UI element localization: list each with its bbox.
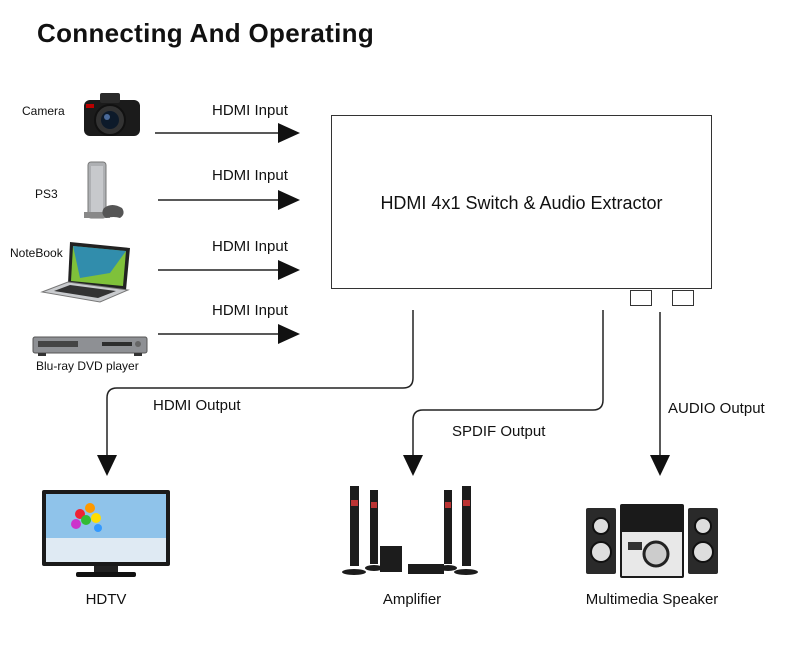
laptop-icon <box>40 242 130 303</box>
page-title: Connecting And Operating <box>37 18 374 48</box>
output-device-label-hdtv: HDTV <box>85 591 127 608</box>
switch-box <box>331 115 712 289</box>
input-arrow-ps3 <box>158 190 300 210</box>
input-arrow-notebook <box>158 260 300 280</box>
output-path-spdif <box>403 310 604 476</box>
output-device-label-amplifier: Amplifier <box>382 591 442 608</box>
camera-icon <box>84 93 140 136</box>
edge-label-audio-output: AUDIO Output <box>668 400 765 417</box>
port-spdif <box>630 290 652 306</box>
home-theater-icon <box>342 486 478 575</box>
input-device-label-notebook: NoteBook <box>10 246 63 260</box>
edge-label-spdif-output: SPDIF Output <box>452 423 546 440</box>
speaker-system-icon <box>586 504 718 578</box>
edge-label-hdmi-output: HDMI Output <box>153 397 241 414</box>
dvd-player-icon <box>32 336 148 356</box>
edge-label-input-1: HDMI Input <box>212 102 288 119</box>
port-audio <box>672 290 694 306</box>
edge-label-input-4: HDMI Input <box>212 302 288 319</box>
output-path-hdmi <box>97 310 414 476</box>
input-device-label-ps3: PS3 <box>35 187 58 201</box>
tv-icon <box>42 490 170 577</box>
input-device-label-dvd: Blu-ray DVD player <box>36 359 139 373</box>
edge-label-input-2: HDMI Input <box>212 167 288 184</box>
output-path-audio <box>650 312 670 476</box>
input-arrow-camera <box>155 123 300 143</box>
game-console-icon <box>84 161 124 219</box>
edge-label-input-3: HDMI Input <box>212 238 288 255</box>
input-device-label-camera: Camera <box>22 104 65 118</box>
output-device-label-speaker: Multimedia Speaker <box>585 591 719 608</box>
input-arrow-dvd <box>158 324 300 344</box>
switch-box-label: HDMI 4x1 Switch & Audio Extractor <box>380 193 663 213</box>
